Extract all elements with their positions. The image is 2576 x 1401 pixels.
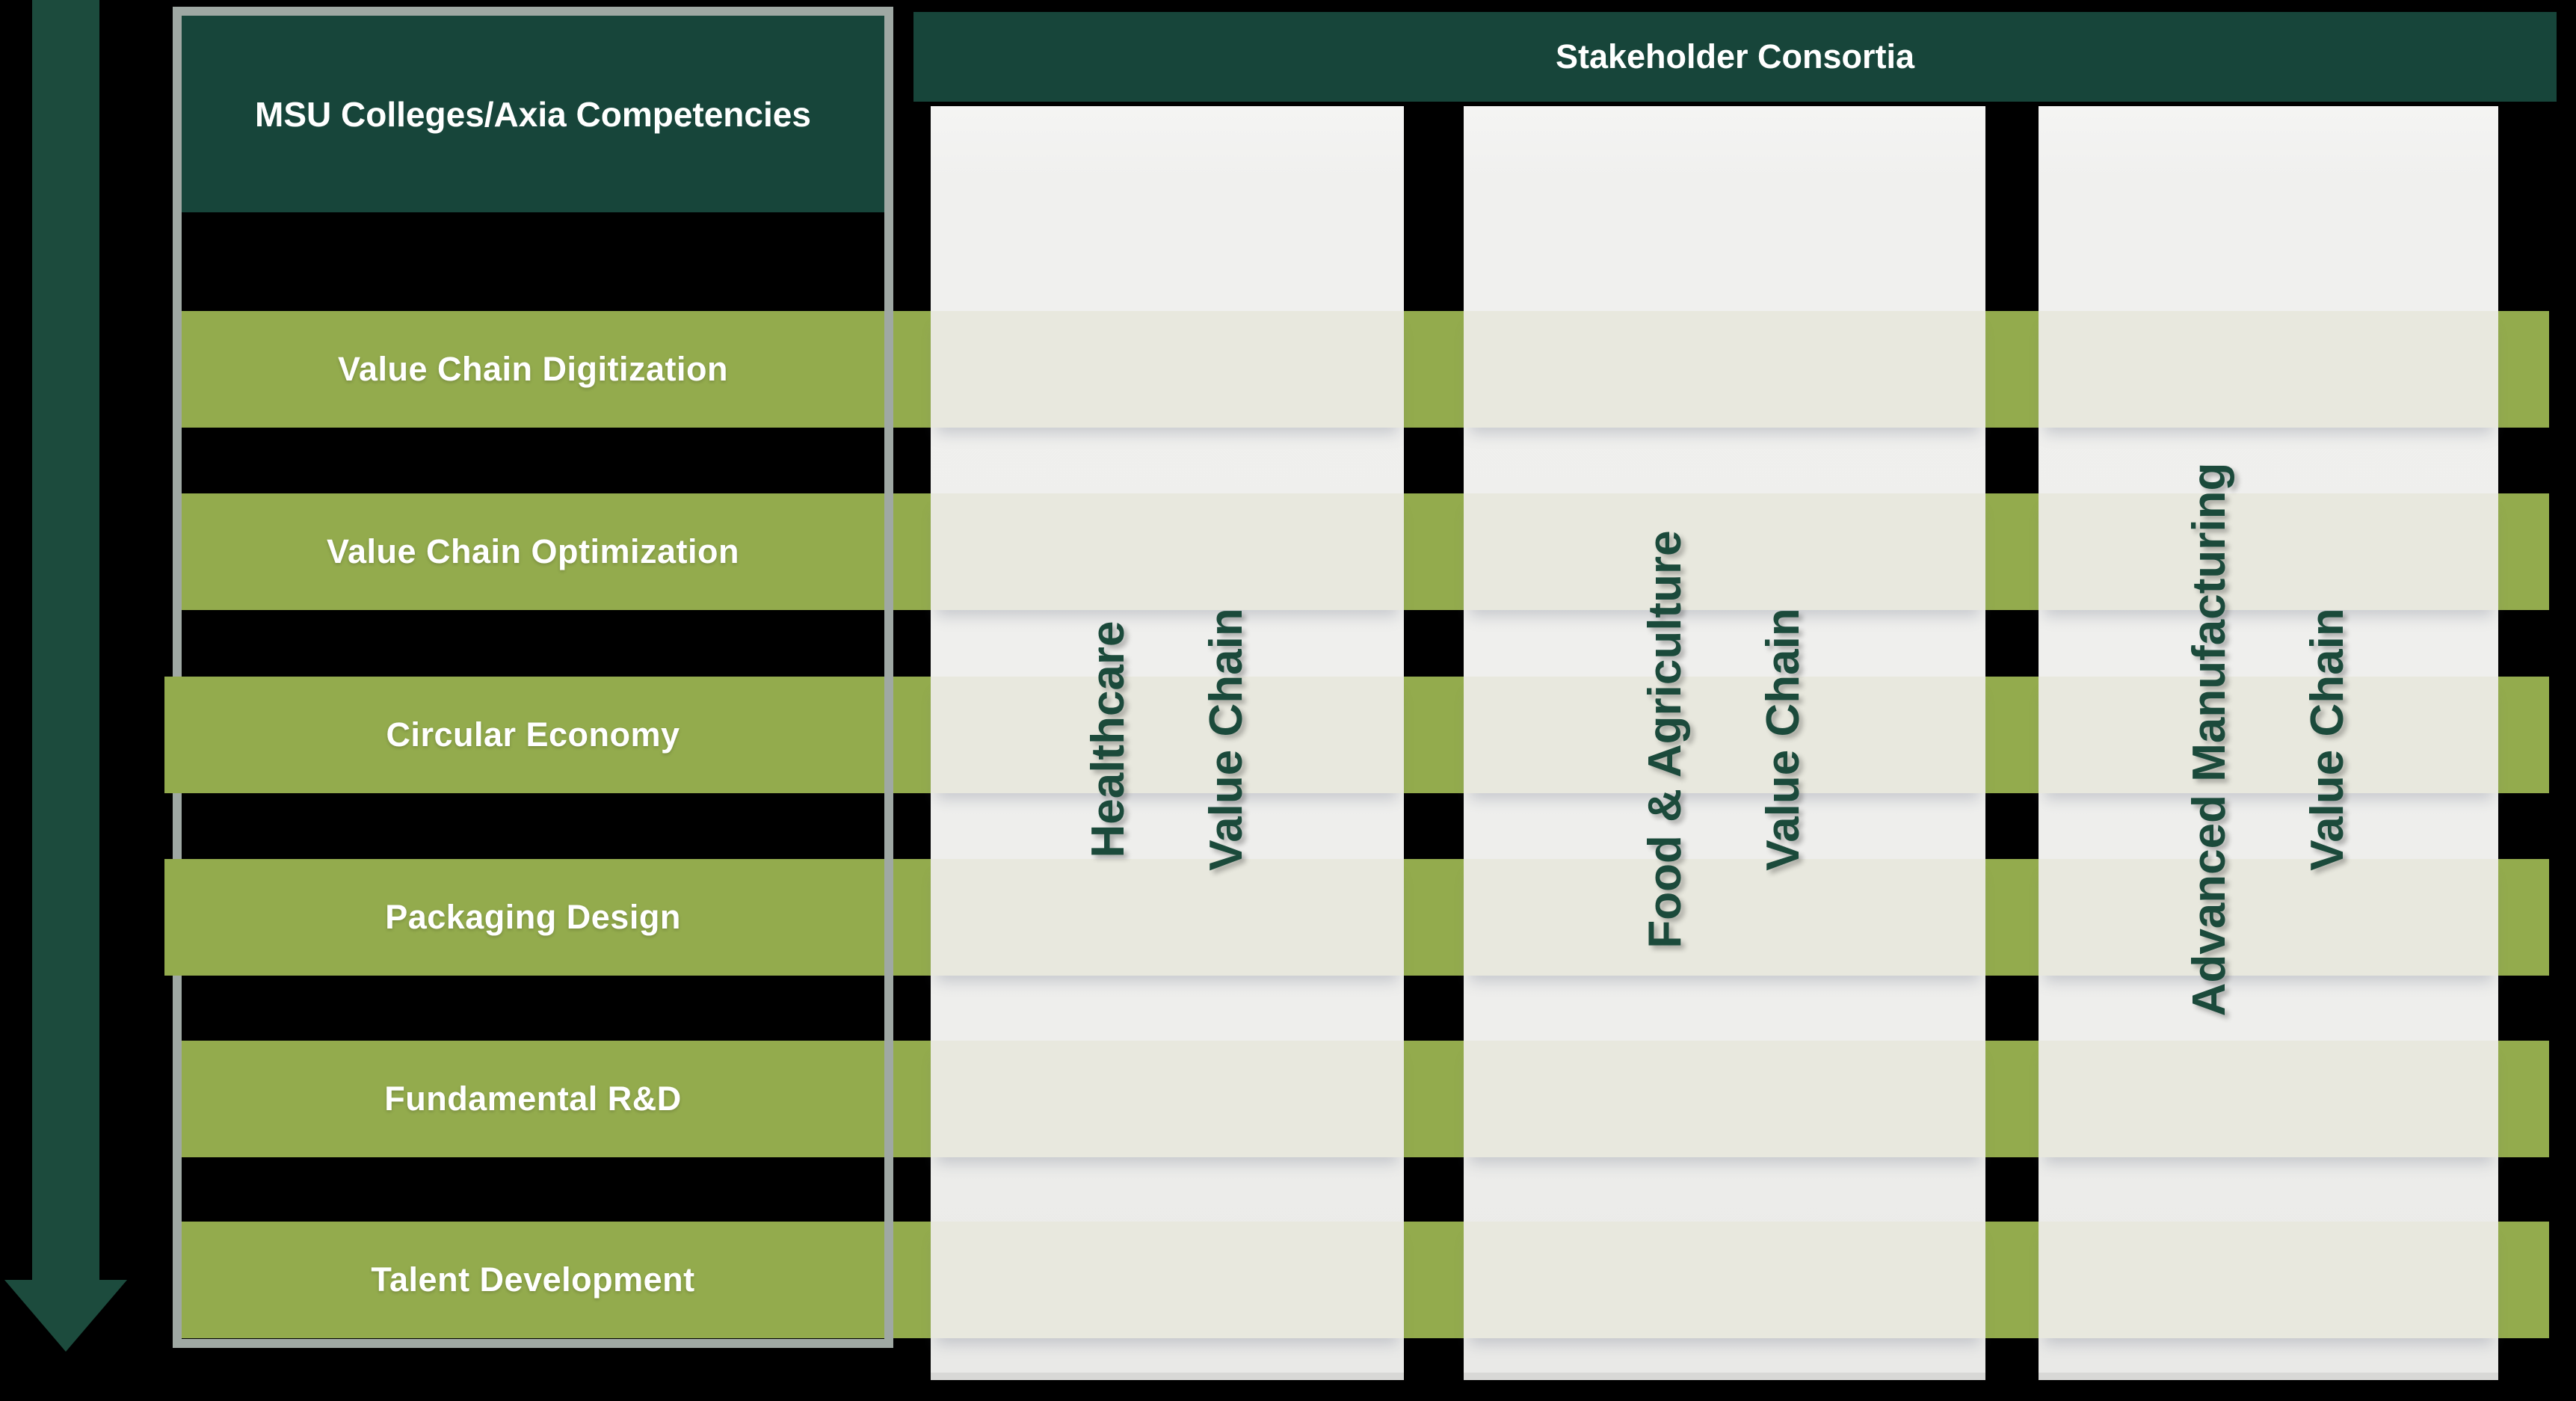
competencies-box-border bbox=[173, 7, 893, 1348]
down-arrow-icon bbox=[32, 0, 99, 1280]
row-stripe bbox=[931, 859, 1404, 976]
column-title-advanced-manufacturing: Advanced Manufacturing Value Chain bbox=[2151, 141, 2387, 1337]
row-label: Fundamental R&D bbox=[384, 1080, 682, 1118]
row-stripe bbox=[1464, 1041, 1985, 1157]
consortia-header-label: Stakeholder Consortia bbox=[1555, 37, 1915, 76]
row-stripe bbox=[1464, 677, 1985, 793]
row-stripe bbox=[931, 1222, 1404, 1338]
column-title-line2: Value Chain bbox=[1200, 608, 1252, 871]
row-stripe bbox=[931, 1041, 1404, 1157]
row-stripe bbox=[2039, 859, 2498, 976]
row-overhang-packaging-design bbox=[164, 859, 185, 976]
column-title-line1: Food & Agriculture bbox=[1639, 530, 1691, 949]
down-arrow-head-icon bbox=[4, 1280, 127, 1352]
column-title-line1: Healthcare bbox=[1082, 621, 1134, 858]
row-label: Circular Economy bbox=[386, 715, 680, 754]
consortia-header-bar: Stakeholder Consortia bbox=[913, 12, 2557, 102]
row-stripe bbox=[931, 677, 1404, 793]
row-overhang-circular-economy bbox=[164, 677, 185, 793]
competencies-header: MSU Colleges/Axia Competencies bbox=[182, 16, 884, 212]
row-stripe bbox=[1464, 859, 1985, 976]
consortium-column-food-agriculture: Food & Agriculture Value Chain bbox=[1464, 106, 1985, 1380]
row-label: Value Chain Digitization bbox=[337, 350, 729, 388]
column-title-line1: Advanced Manufacturing bbox=[2183, 462, 2235, 1017]
consortium-column-advanced-manufacturing: Advanced Manufacturing Value Chain bbox=[2039, 106, 2498, 1380]
row-stripe bbox=[2039, 311, 2498, 428]
column-title-healthcare: Healthcare Value Chain bbox=[1050, 141, 1286, 1337]
row-stripe bbox=[931, 493, 1404, 610]
row-label: Packaging Design bbox=[385, 898, 681, 936]
row-stripe bbox=[1464, 311, 1985, 428]
row-stripe bbox=[2039, 677, 2498, 793]
row-label: Value Chain Optimization bbox=[326, 532, 740, 570]
row-stripe bbox=[2039, 1222, 2498, 1338]
column-title-food-agriculture: Food & Agriculture Value Chain bbox=[1606, 141, 1843, 1337]
consortium-column-healthcare: Healthcare Value Chain bbox=[931, 106, 1404, 1380]
column-title-line2: Value Chain bbox=[2301, 608, 2353, 871]
row-stripe bbox=[1464, 1222, 1985, 1338]
row-stripe bbox=[931, 311, 1404, 428]
row-stripe bbox=[2039, 493, 2498, 610]
competencies-header-label: MSU Colleges/Axia Competencies bbox=[255, 94, 811, 134]
row-stripe bbox=[2039, 1041, 2498, 1157]
row-stripe bbox=[1464, 493, 1985, 610]
column-title-line2: Value Chain bbox=[1757, 608, 1809, 871]
row-label: Talent Development bbox=[371, 1260, 695, 1299]
